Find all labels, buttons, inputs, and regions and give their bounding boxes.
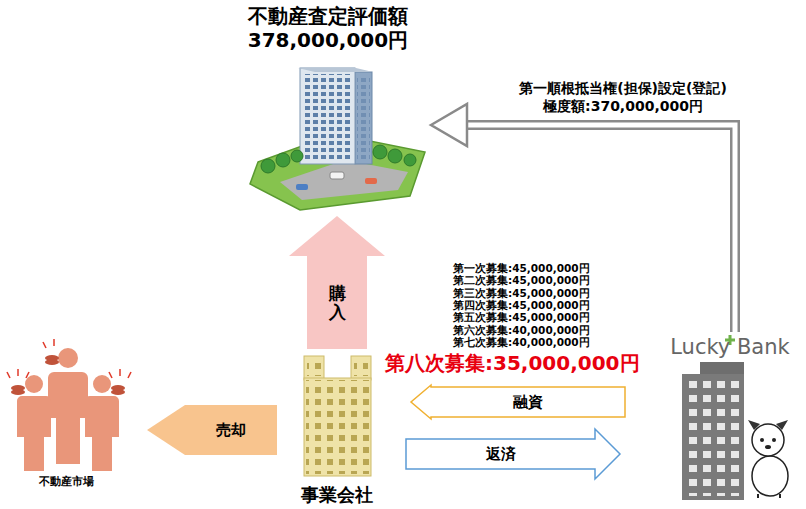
building-windows — [354, 360, 368, 376]
person-head — [93, 375, 111, 393]
tower-front — [300, 68, 355, 164]
block-arrow — [289, 216, 385, 349]
funding-round: 第二次募集:45,000,000円 — [453, 274, 590, 286]
car — [330, 172, 344, 179]
bank-building — [682, 374, 744, 500]
purchase-arrow — [289, 216, 385, 349]
building-windows — [306, 380, 369, 474]
block-arrow — [411, 385, 625, 419]
tower-roof — [298, 68, 373, 72]
node-text: Lucky Bank — [670, 336, 789, 359]
property-illustration — [250, 68, 425, 210]
arrowhead — [431, 104, 467, 146]
block-arrow — [406, 429, 620, 479]
edge-label: 返済 — [486, 445, 516, 464]
person-body — [85, 396, 119, 471]
property-node: 不動産査定評価額 378,000,000円 — [235, 4, 421, 206]
tower-windows — [357, 76, 370, 160]
funding-round: 第六次募集:40,000,000円 — [453, 324, 590, 336]
car — [365, 178, 377, 184]
funding-round: 第七次募集:40,000,000円 — [453, 336, 590, 348]
highlight-amount: 第八次募集:35,000,000円 — [385, 352, 640, 375]
car — [296, 184, 308, 190]
node-text: 事業会社 — [301, 484, 373, 506]
loan-arrow — [411, 385, 625, 419]
market-node: 不動産市場 — [5, 340, 127, 488]
trees — [261, 145, 416, 173]
block-arrow — [147, 405, 277, 455]
person-head — [25, 375, 43, 393]
edge-label: 購入 — [329, 284, 346, 321]
funding-round: 第四次募集:45,000,000円 — [453, 299, 590, 311]
funding-round: 第五次募集:45,000,000円 — [453, 311, 590, 323]
parking-lot — [280, 160, 408, 200]
mortgage-arrow — [431, 104, 735, 332]
dog-mascot — [748, 420, 788, 498]
person-head — [58, 348, 78, 368]
company-node: 事業会社 — [293, 350, 381, 506]
repayment-arrow — [406, 429, 620, 479]
funding-round: 第三次募集:45,000,000円 — [453, 287, 590, 299]
edge-label: 売却 — [216, 421, 246, 440]
coins — [11, 355, 125, 395]
building-tower — [304, 356, 324, 380]
node-text: 不動産市場 — [39, 475, 94, 488]
building-body — [304, 378, 371, 476]
building-windows — [307, 360, 321, 376]
edge-label: 融資 — [513, 393, 543, 412]
node-text: 不動産査定評価額 378,000,000円 — [239, 4, 417, 52]
bank-icon — [682, 335, 788, 500]
sale-arrow — [147, 405, 277, 455]
building-tower — [351, 356, 371, 380]
tower-windows — [303, 74, 353, 160]
company-building-icon — [304, 356, 371, 476]
market-people-icon — [7, 339, 131, 471]
person-body — [17, 396, 51, 471]
bank-windows — [686, 378, 742, 496]
edge-label: 第一順根抵当権(担保)設定(登記) 極度額:370,000,000円 — [498, 80, 748, 115]
bank-node: Lucky Bank — [660, 336, 800, 504]
bank-top — [700, 362, 744, 376]
sparkle-lines — [7, 339, 131, 378]
tower-side — [355, 72, 372, 164]
funding-round: 第一次募集:45,000,000円 — [453, 262, 590, 274]
person-body — [48, 372, 88, 464]
